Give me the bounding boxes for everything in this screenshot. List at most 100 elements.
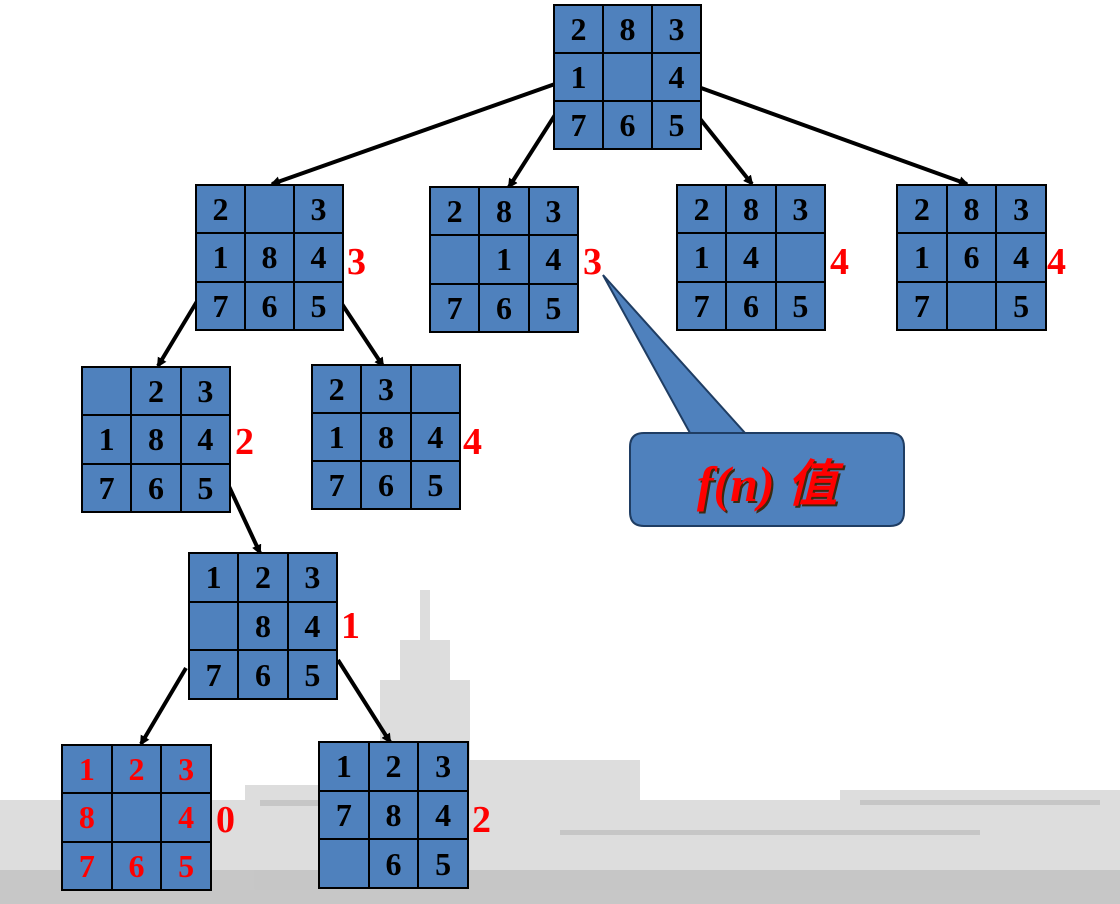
blank-tile — [246, 186, 293, 233]
blank-tile — [411, 366, 459, 412]
tile: 5 — [162, 842, 210, 889]
tile: 6 — [480, 284, 528, 331]
edge-root-l1a — [270, 82, 556, 187]
tile: 6 — [132, 464, 180, 511]
tile: 6 — [604, 102, 651, 148]
edge-l3-l4b — [336, 658, 392, 744]
tile: 4 — [727, 234, 775, 281]
tile: 1 — [313, 414, 361, 460]
tile: 4 — [162, 794, 210, 841]
tile: 5 — [288, 651, 336, 698]
tile: 2 — [678, 186, 726, 233]
tile: 8 — [727, 186, 775, 233]
tile: 7 — [555, 102, 602, 148]
blank-tile — [947, 282, 996, 329]
tile: 6 — [246, 282, 293, 329]
tile: 1 — [898, 234, 946, 281]
tile: 7 — [678, 282, 726, 329]
tile: 5 — [997, 282, 1045, 329]
tile: 1 — [480, 236, 528, 283]
f-value-l2a: 2 — [235, 421, 254, 463]
tile: 4 — [181, 416, 229, 463]
f-value-l1d: 4 — [1047, 241, 1066, 283]
tile: 3 — [362, 366, 410, 412]
tile: 3 — [997, 186, 1045, 233]
blank-tile — [320, 840, 368, 887]
tile: 7 — [313, 462, 361, 508]
edge-root-l1d — [689, 82, 969, 186]
edge-l3-goal — [139, 666, 188, 746]
blank-tile — [431, 236, 479, 283]
edge-l1a-l2a — [156, 296, 201, 368]
tile: 6 — [112, 842, 161, 889]
tile: 1 — [678, 234, 726, 281]
tile: 8 — [604, 6, 651, 52]
tile: 5 — [295, 282, 342, 329]
tile: 6 — [727, 282, 775, 329]
tile: 3 — [295, 186, 342, 233]
f-value-l1b: 3 — [583, 241, 602, 283]
tile: 5 — [776, 282, 824, 329]
tile: 5 — [411, 462, 459, 508]
tile: 2 — [898, 186, 946, 233]
callout-label: f(n) 值 — [696, 456, 838, 512]
f-value-l1c: 4 — [830, 241, 849, 283]
tile: 3 — [288, 554, 336, 601]
tile: 4 — [997, 234, 1045, 281]
tile: 3 — [162, 746, 210, 793]
edge-l1a-l2b — [336, 296, 385, 368]
tile: 7 — [63, 842, 111, 889]
tile: 6 — [369, 840, 418, 887]
tile: 2 — [239, 554, 287, 601]
f-value-l3: 1 — [341, 605, 360, 647]
tile: 6 — [947, 234, 996, 281]
tile: 7 — [83, 464, 131, 511]
tile: 2 — [431, 188, 479, 235]
tile: 3 — [529, 188, 577, 235]
tile: 1 — [197, 234, 244, 281]
edge-l2a-l3 — [224, 479, 262, 555]
tile: 5 — [181, 464, 229, 511]
blank-tile — [604, 54, 651, 100]
blank-tile — [112, 794, 161, 841]
tile: 1 — [190, 554, 238, 601]
tile: 1 — [63, 746, 111, 793]
tile: 6 — [239, 651, 287, 698]
edge-root-l1c — [695, 113, 754, 186]
tile: 1 — [320, 743, 368, 790]
tile: 8 — [239, 602, 287, 650]
tile: 8 — [362, 414, 410, 460]
edge-root-l1b — [507, 113, 557, 189]
f-value-l1a: 3 — [347, 241, 366, 283]
tile: 2 — [369, 743, 418, 790]
blank-tile — [190, 602, 238, 650]
tile: 2 — [112, 746, 161, 793]
tile: 1 — [83, 416, 131, 463]
tile: 6 — [362, 462, 410, 508]
tile: 3 — [419, 743, 467, 790]
tile: 3 — [776, 186, 824, 233]
f-value-l2b: 4 — [463, 421, 482, 463]
tile: 7 — [898, 282, 946, 329]
tile: 7 — [190, 651, 238, 698]
f-value-goal: 0 — [216, 799, 235, 841]
tile: 2 — [555, 6, 602, 52]
tile: 8 — [132, 416, 180, 463]
tile: 3 — [181, 368, 229, 415]
tile: 4 — [288, 602, 336, 650]
tile: 4 — [419, 791, 467, 839]
tile: 4 — [295, 234, 342, 281]
tile: 7 — [431, 284, 479, 331]
tile: 4 — [411, 414, 459, 460]
tile: 7 — [320, 791, 368, 839]
tile: 5 — [529, 284, 577, 331]
